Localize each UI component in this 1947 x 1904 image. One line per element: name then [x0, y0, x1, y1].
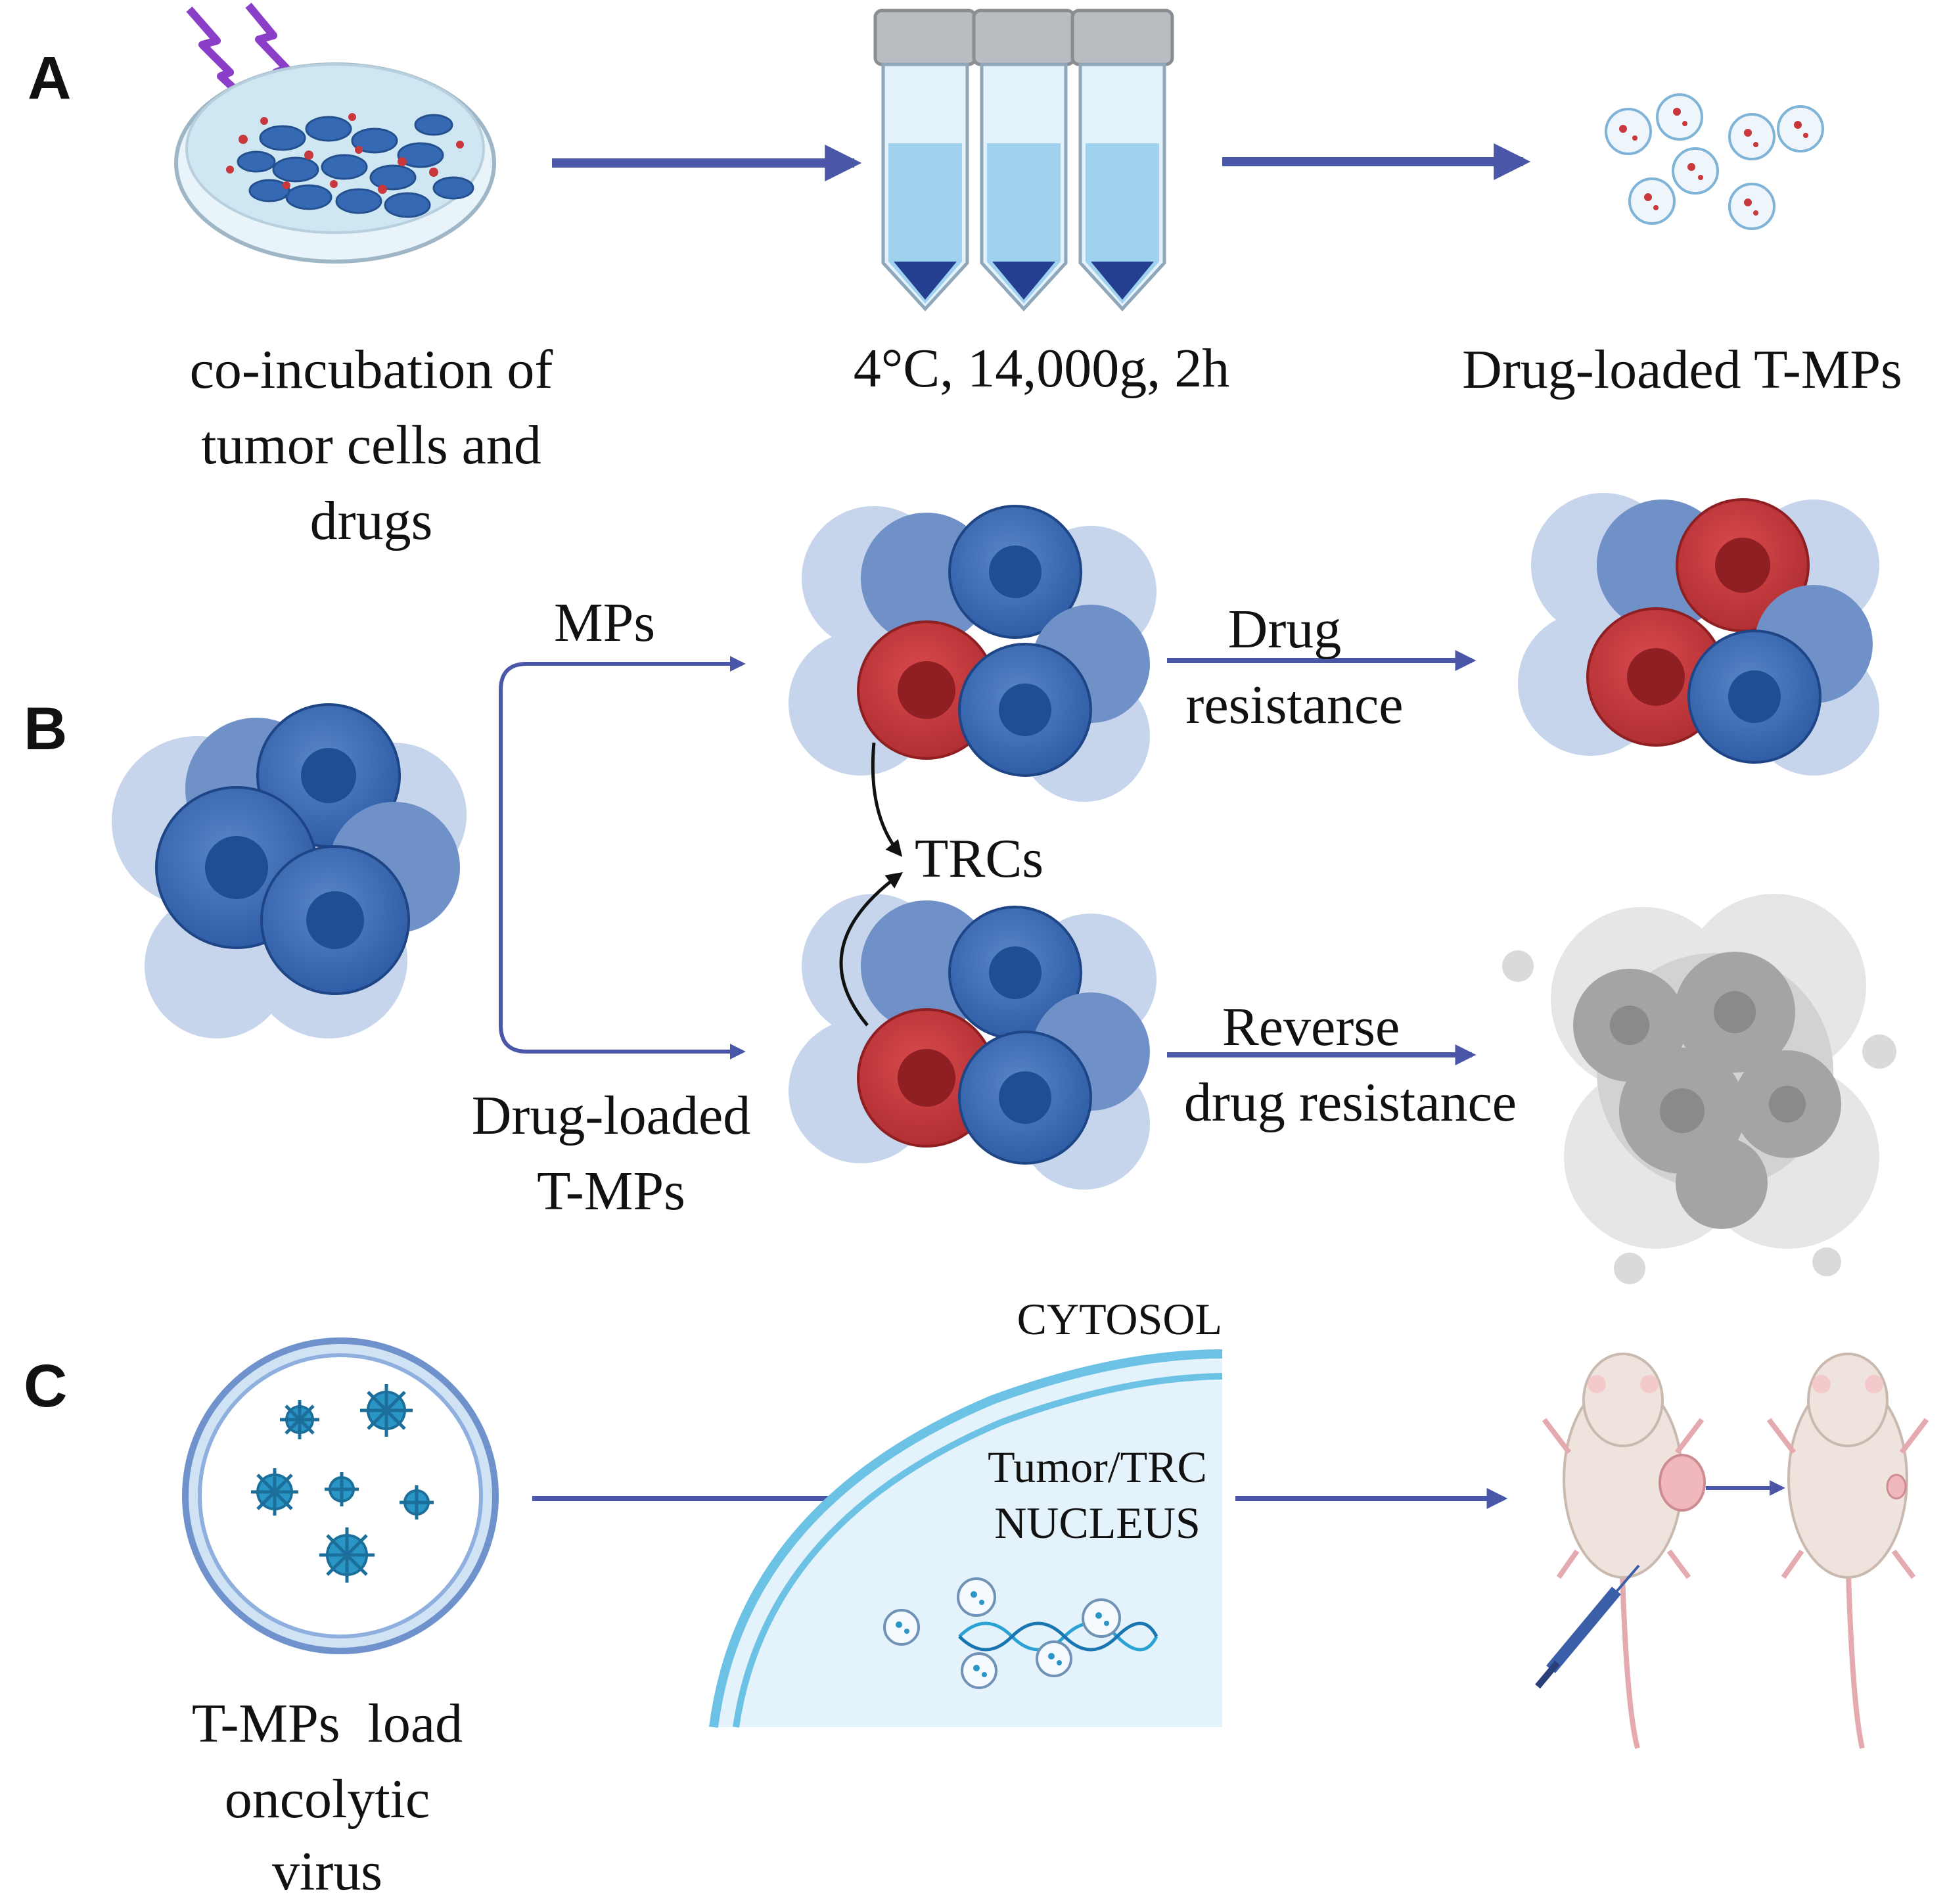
panel-c: C T-MPs load oncolytic virus: [24, 1294, 1929, 1902]
panel-letter-a: A: [28, 45, 71, 112]
petri-dish-icon: [174, 62, 496, 264]
product-caption: Drug-loaded T-MPs: [1462, 339, 1902, 400]
vesicle-caption-line-3: virus: [272, 1841, 382, 1902]
vesicle-caption-line-2: oncolytic: [225, 1769, 430, 1830]
drug-loaded-branch-label-1: Drug-loaded: [472, 1085, 751, 1146]
dish-caption-line-2: tumor cells and: [201, 415, 541, 476]
dna-icon: [958, 1621, 1158, 1652]
nucleus-label-1: Tumor/TRC: [988, 1442, 1207, 1492]
dish-caption-line-1: co-incubation of: [190, 339, 553, 400]
mouse-treated-icon: [1766, 1353, 1929, 1749]
small-vesicle-icons: [883, 1577, 1121, 1689]
tumor-cluster-one-trc-lower: [789, 894, 1157, 1190]
mouse-with-tumor-icon: [1542, 1353, 1706, 1749]
drug-resistance-label-2: resistance: [1185, 674, 1403, 735]
drug-loaded-tmps-icon: [1605, 93, 1824, 230]
reverse-resistance-label-2: drug resistance: [1184, 1072, 1517, 1133]
branch-arrow-lower: [499, 907, 746, 1059]
mps-branch-label: MPs: [554, 592, 655, 653]
reverse-resistance-label-1: Reverse: [1222, 996, 1400, 1057]
drug-resistance-label-1: Drug: [1228, 599, 1342, 660]
tumor-cluster-one-trc-upper: [789, 505, 1157, 802]
dead-cell-debris: [1502, 894, 1896, 1284]
branch-arrow-upper: [499, 656, 746, 907]
trcs-label: TRCs: [915, 828, 1043, 889]
tumor-cell-cluster-start: [112, 703, 467, 1038]
trc-pointer-upper: [871, 742, 903, 857]
panel-a: A c: [28, 3, 1902, 551]
panel-letter-b: B: [24, 695, 67, 762]
vesicle-caption-line-1: T-MPs load: [192, 1693, 463, 1754]
centrifuge-tubes-icon: [873, 9, 1174, 312]
panel-b: B MPs Drug-loaded T-MPs: [24, 493, 1896, 1284]
dish-caption-line-3: drugs: [310, 490, 433, 551]
centrifuge-caption: 4°C, 14,000g, 2h: [854, 338, 1230, 399]
trc-pointer-lower: [839, 872, 904, 1027]
syringe-icon: [1535, 1564, 1640, 1689]
oncolytic-virus-icon: [251, 1384, 434, 1583]
drug-loaded-branch-label-2: T-MPs: [537, 1161, 685, 1222]
tumor-cluster-two-trc: [1518, 493, 1879, 776]
nucleus-label-2: NUCLEUS: [994, 1498, 1201, 1548]
cytosol-label: CYTOSOL: [1017, 1294, 1222, 1344]
panel-letter-c: C: [24, 1353, 67, 1420]
